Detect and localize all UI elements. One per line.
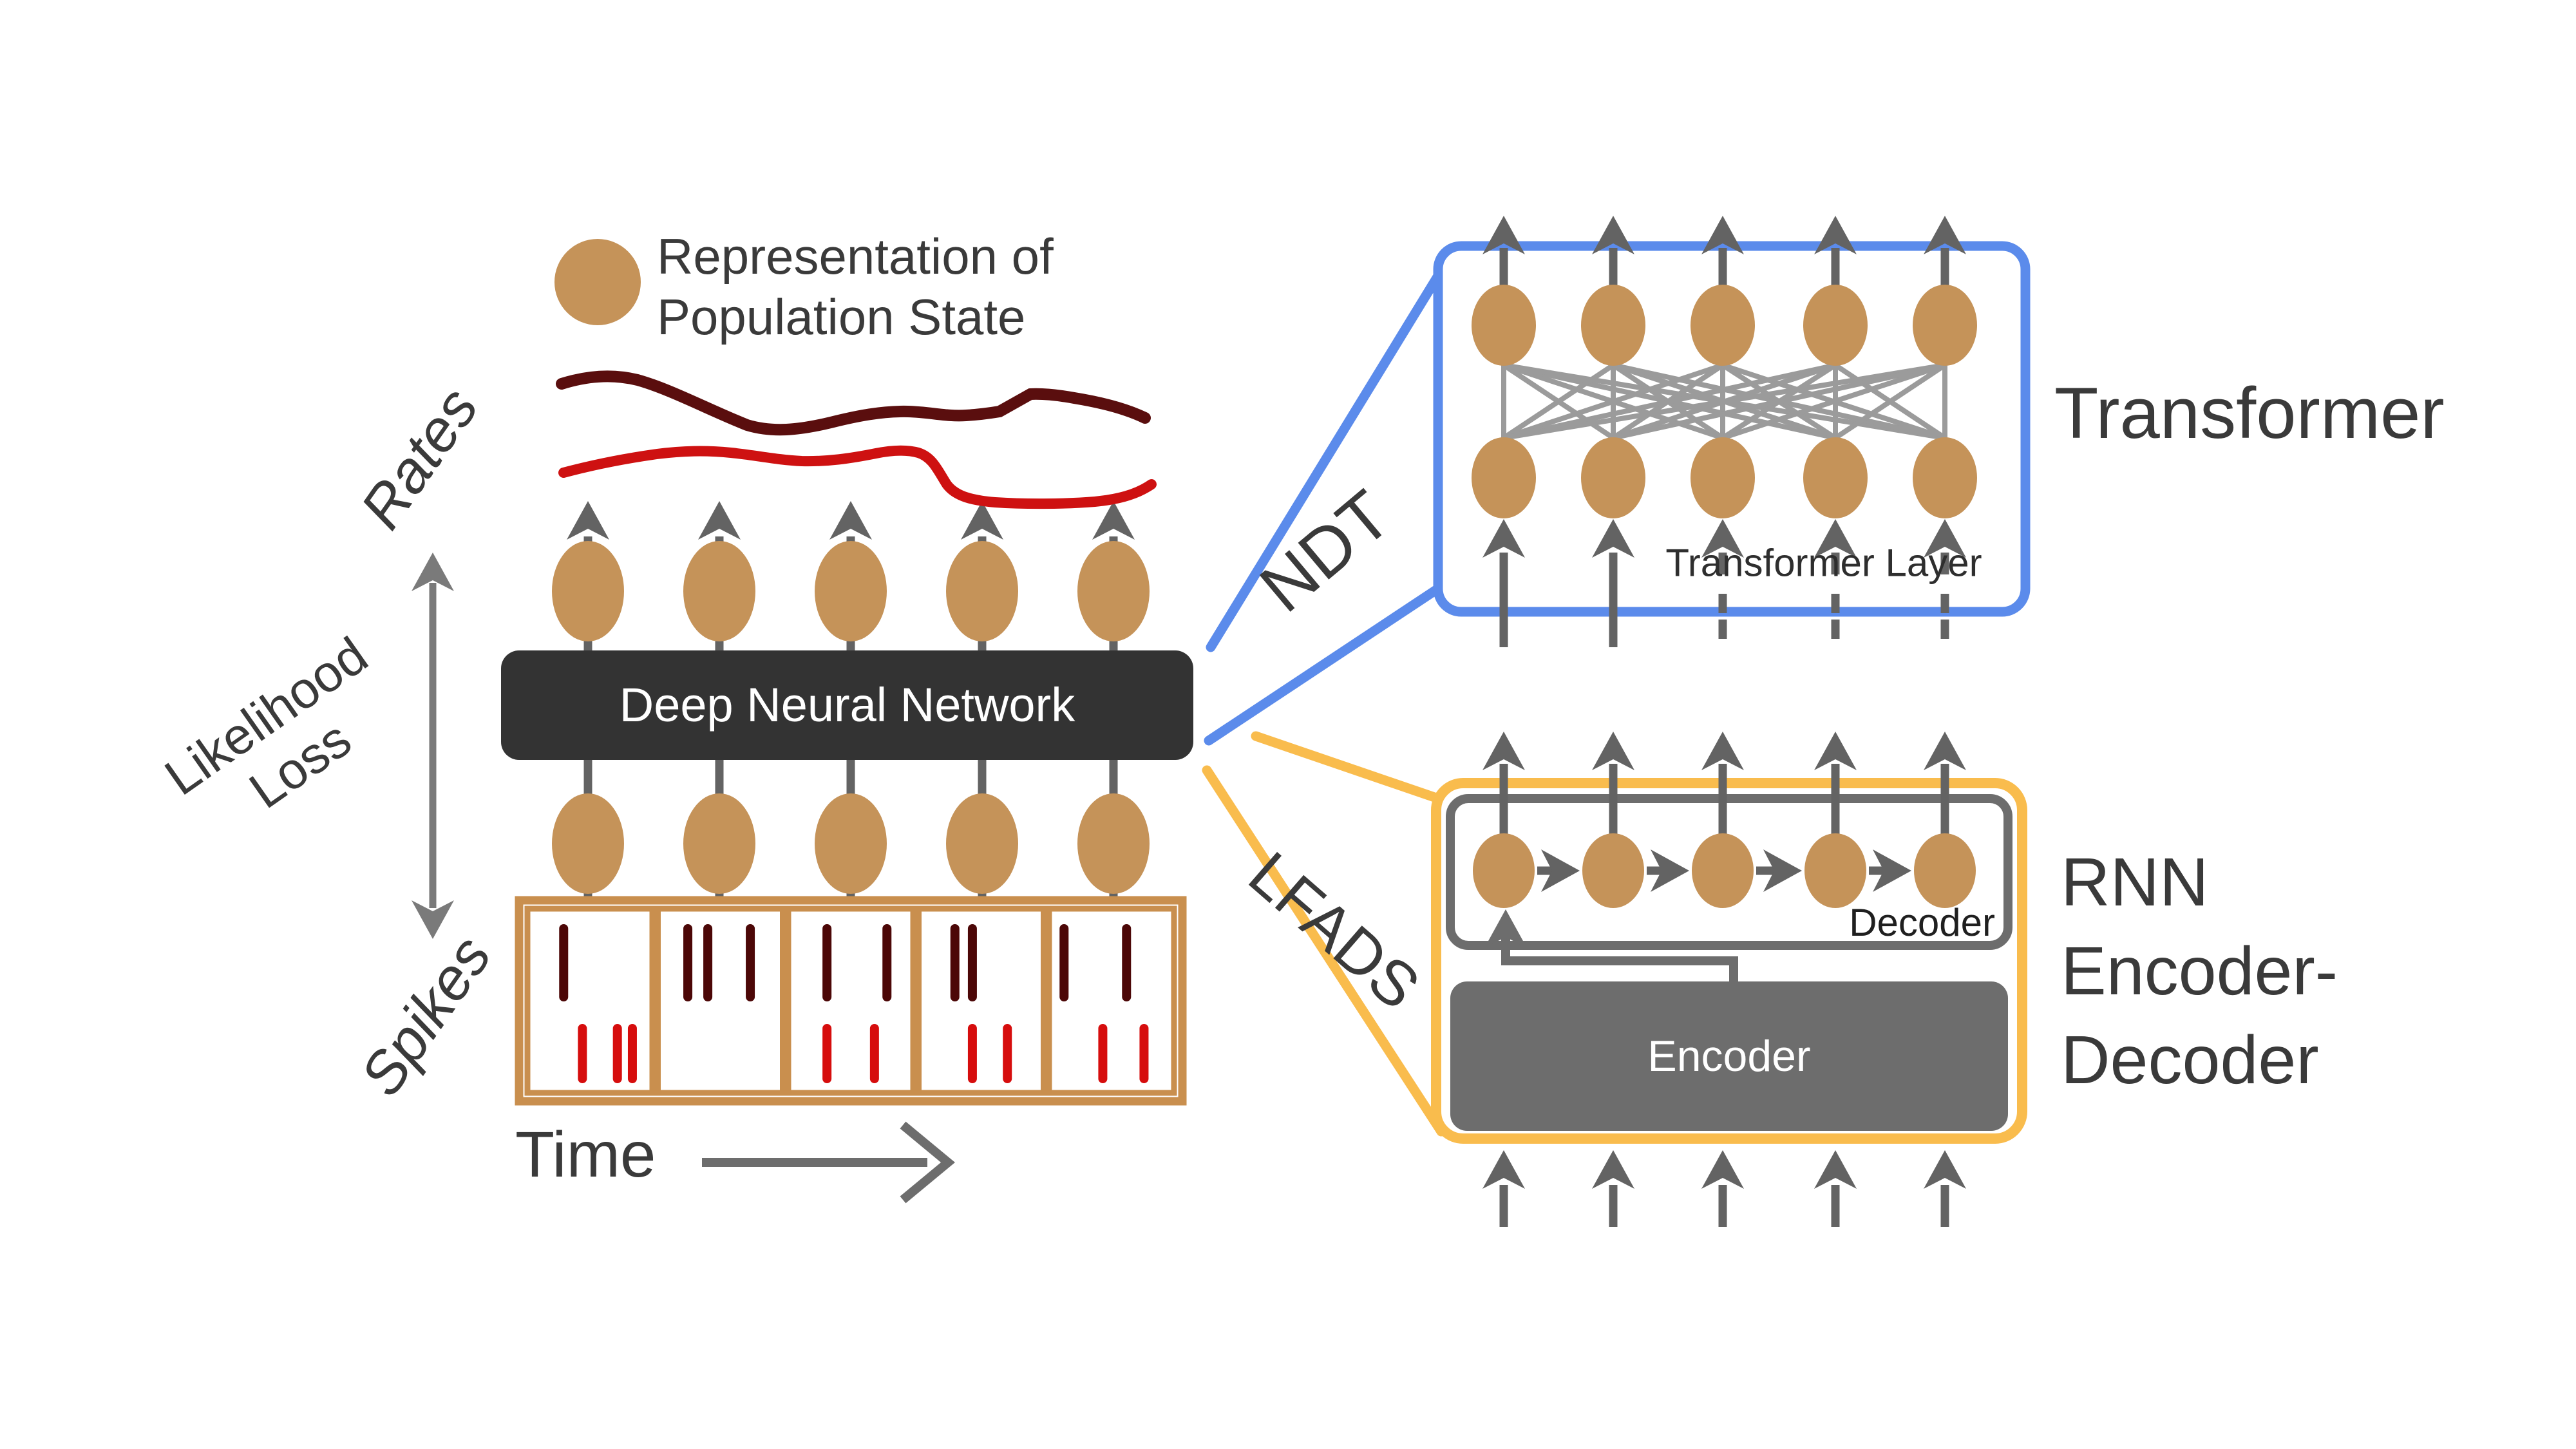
spike-bin	[655, 905, 786, 1096]
encoder-box-label: Encoder	[1647, 1031, 1811, 1081]
rate-curves	[556, 370, 1157, 509]
time-arrow	[702, 1121, 955, 1204]
transformer-arrows	[1482, 216, 1966, 647]
lfads-connector-lines	[1202, 731, 1449, 1137]
spike-bin	[916, 905, 1046, 1096]
legend-line2: Population State	[657, 288, 1026, 345]
transformer-layer-label: Transformer Layer	[1665, 541, 1982, 585]
rnn-encoder-decoder-label: RNN Encoder- Decoder	[2061, 838, 2338, 1104]
decoder-label: Decoder	[1849, 901, 1995, 944]
spike-bin	[1046, 905, 1177, 1096]
transformer-label: Transformer	[2054, 373, 2445, 453]
encoder-box	[1450, 981, 2008, 1131]
dnn-box-label: Deep Neural Network	[619, 678, 1075, 732]
population-state-circles-decoder	[1473, 833, 1976, 908]
encoder-to-decoder-connector	[1484, 909, 1738, 984]
time-label: Time	[515, 1119, 656, 1191]
population-state-circles-transformer	[1472, 285, 1977, 518]
attention-mesh	[1501, 363, 1947, 440]
rate-curve-dark	[556, 370, 1151, 436]
rnn-line1: RNN	[2061, 844, 2209, 920]
decoder-box	[1446, 794, 2012, 950]
legend-circle	[554, 239, 641, 325]
dnn-box	[501, 650, 1193, 760]
ndt-connector-lines	[1204, 265, 1446, 746]
legend-text: Representation of Population State	[657, 227, 1054, 347]
spike-raster	[515, 896, 1187, 1106]
rnn-line2: Encoder-	[2061, 933, 2338, 1009]
spike-bin	[785, 905, 916, 1096]
legend-line1: Representation of	[657, 228, 1054, 285]
encoder-input-arrows	[1482, 1150, 1966, 1227]
likelihood-loss-arrow	[412, 553, 454, 939]
rnn-line3: Decoder	[2061, 1021, 2319, 1098]
population-state-circles-left	[552, 541, 1150, 894]
rate-curve-red	[558, 445, 1157, 509]
